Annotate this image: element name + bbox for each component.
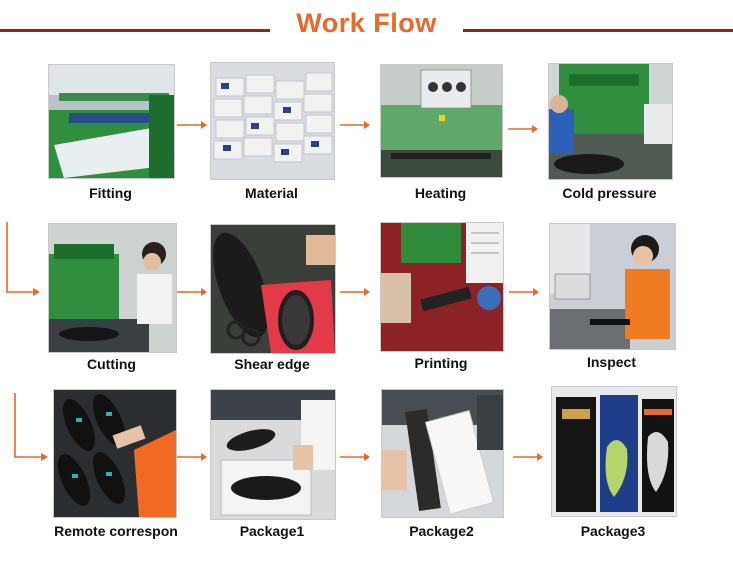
photo-fitting [48,64,175,179]
photo-remote-correspon [53,389,177,518]
arrow-right-icon [177,121,207,129]
step-label-heating: Heating [414,185,467,201]
step-label-cutting: Cutting [87,356,136,372]
photo-shear-edge [210,224,336,354]
photo-cold-pressure [548,63,673,180]
photo-cutting [48,223,177,353]
step-label-package3: Package3 [580,523,646,539]
arrow-right-icon [340,121,370,129]
arrow-right-icon [509,288,539,296]
step-label-remote-correspon: Remote correspon [54,523,178,539]
step-label-material: Material [245,185,298,201]
arrow-right-icon [177,453,207,461]
step-label-inspect: Inspect [586,354,636,370]
photo-package1 [210,389,336,520]
title-rule-left [0,29,270,32]
step-label-fitting: Fitting [89,185,132,201]
arrow-right-icon [340,453,370,461]
photo-heating [380,64,503,178]
step-label-package2: Package2 [409,523,474,539]
arrow-right-icon [340,288,370,296]
step-label-cold-pressure: Cold pressure [562,185,657,201]
arrow-right-icon [513,453,543,461]
arrow-down-right-icon [6,222,40,296]
arrow-right-icon [508,125,538,133]
photo-package2 [381,389,504,518]
step-label-printing: Printing [414,355,468,371]
title-rule-right [463,29,733,32]
arrow-down-right-icon [14,393,48,461]
photo-material [210,62,335,180]
step-label-package1: Package1 [239,523,305,539]
photo-printing [380,222,504,352]
page-title: Work Flow [296,8,437,38]
photo-inspect [549,223,676,350]
step-label-shear-edge: Shear edge [234,356,310,372]
arrow-right-icon [177,288,207,296]
photo-package3 [551,386,677,517]
